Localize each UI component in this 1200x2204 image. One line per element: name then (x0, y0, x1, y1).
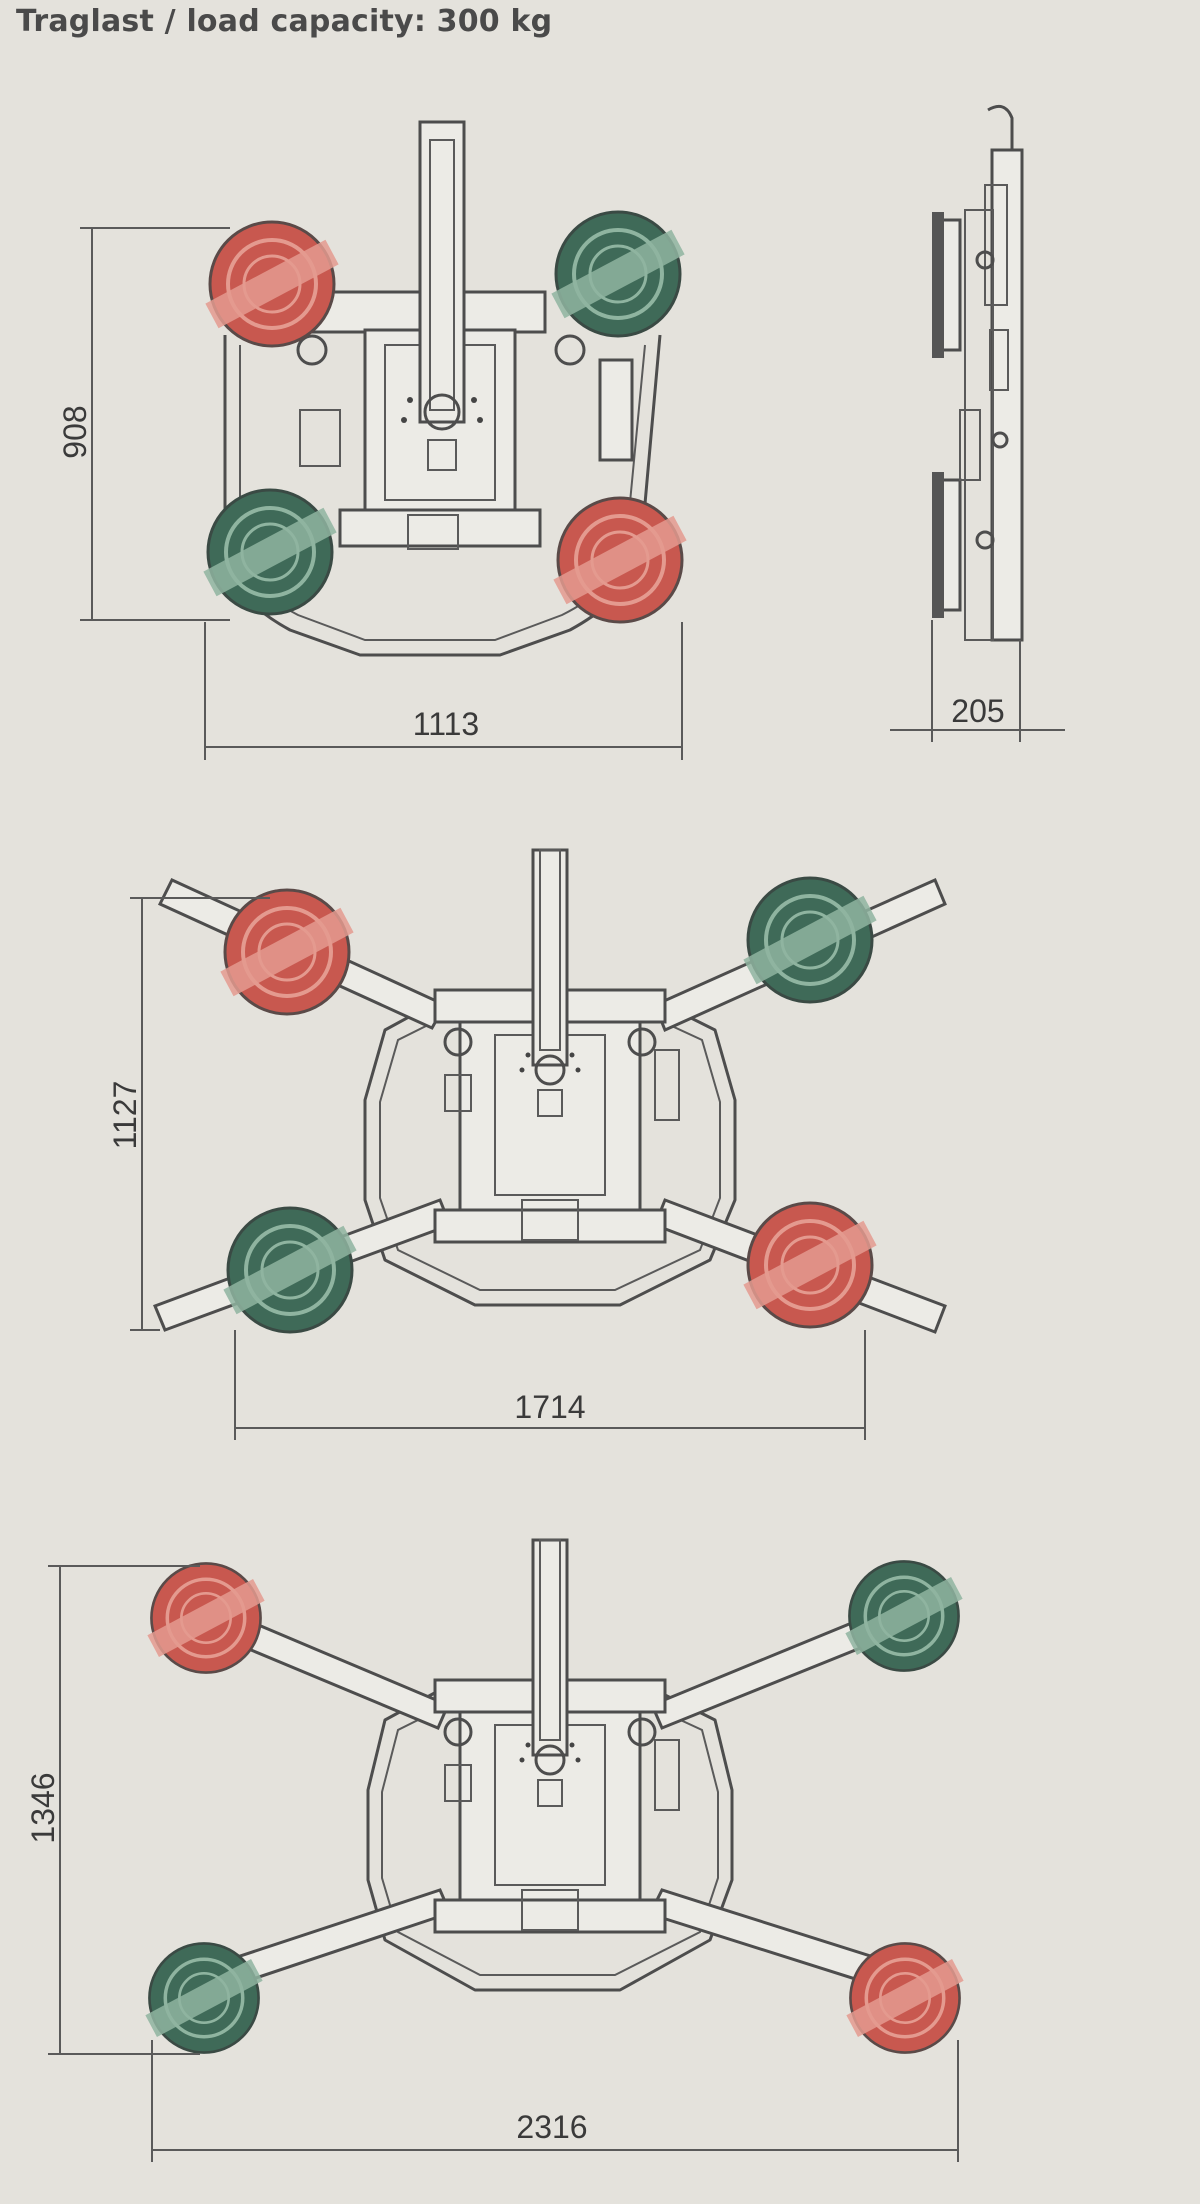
suction-cup-red (741, 1201, 879, 1329)
dimension-1346: 1346 (25, 1772, 61, 1843)
suction-cup-green (843, 1559, 965, 1673)
dimension-1714: 1714 (514, 1389, 585, 1425)
suction-cup-red (218, 888, 356, 1016)
dimension-2316: 2316 (516, 2109, 587, 2145)
suction-cup-red (145, 1561, 267, 1675)
suction-cup-red (551, 496, 689, 624)
view-medium-top: 1127 1714 (107, 848, 947, 1440)
dimension-205: 205 (951, 693, 1004, 729)
dimension-1127: 1127 (107, 1081, 143, 1150)
dimension-908: 908 (57, 405, 93, 458)
view-compact-side: 205 (890, 104, 1065, 742)
dimension-1113: 1113 (413, 706, 479, 742)
view-extended-top: 1346 2316 (25, 1538, 966, 2162)
suction-cup-green (221, 1206, 359, 1334)
view-compact-top: 908 1113 (57, 120, 689, 760)
load-capacity-title: Traglast / load capacity: 300 kg (16, 4, 553, 39)
suction-cup-green (549, 210, 687, 338)
suction-cup-green (201, 488, 339, 616)
